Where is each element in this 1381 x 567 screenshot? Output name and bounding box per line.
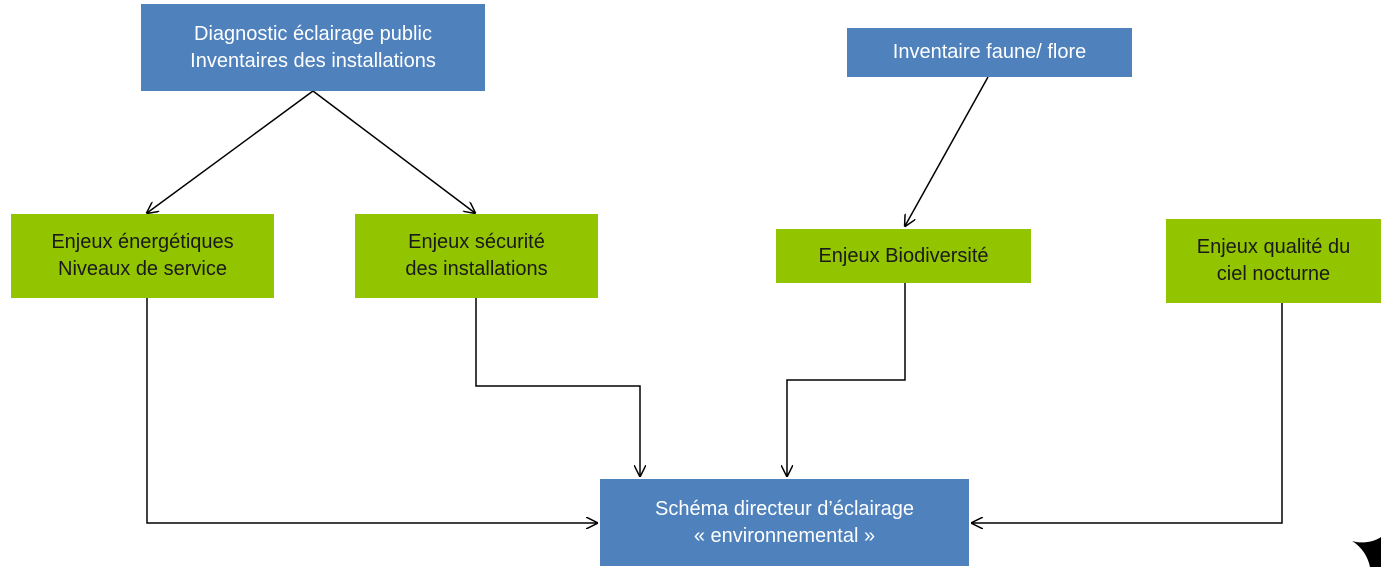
node-inventaire-faune-flore: Inventaire faune/ flore (847, 28, 1132, 77)
arrow-ciel-to-schema (972, 303, 1283, 523)
node-schema-directeur: Schéma directeur d’éclairage « environne… (600, 479, 969, 566)
arrow-diagnostic-to-securite (312, 90, 475, 213)
node-enjeux-securite: Enjeux sécurité des installations (355, 214, 598, 298)
arrow-inventaire-to-biodiversite (905, 76, 989, 226)
arrow-diagnostic-to-energetiques (147, 90, 314, 213)
node-enjeux-ciel-nocturne: Enjeux qualité du ciel nocturne (1166, 219, 1381, 303)
node-diagnostic: Diagnostic éclairage public Inventaires … (141, 4, 485, 91)
arrow-energetiques-to-schema (146, 298, 597, 523)
arrow-biodiversite-to-schema (787, 283, 906, 476)
node-enjeux-energetiques: Enjeux énergétiques Niveaux de service (11, 214, 274, 298)
arrow-securite-to-schema (475, 298, 640, 476)
node-enjeux-biodiversite: Enjeux Biodiversité (776, 229, 1031, 283)
page-curl-icon (1352, 537, 1381, 567)
